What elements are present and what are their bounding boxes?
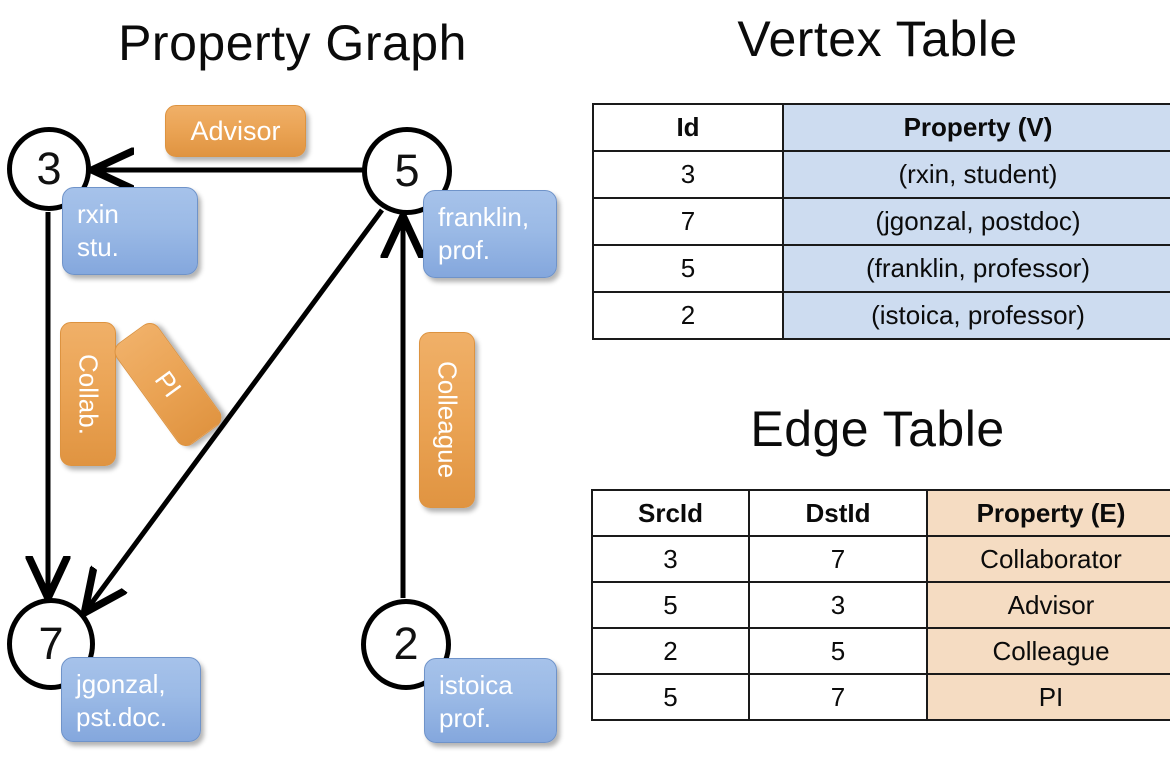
page-title-vertex-table: Vertex Table — [737, 11, 1018, 67]
graph-edges-svg — [0, 0, 585, 760]
edge-cell-srcid: 5 — [591, 673, 750, 721]
node-5-property-box[interactable]: franklin, prof. — [423, 190, 557, 278]
edge-label-advisor-text: Advisor — [190, 115, 281, 146]
edge-cell-dstid: 7 — [748, 673, 928, 721]
graph-node-7-label: 7 — [38, 617, 64, 669]
node-2-property-line1: istoica — [439, 670, 513, 700]
edge-cell-dstid: 7 — [748, 535, 928, 583]
node-7-property-line1: jgonzal, — [76, 669, 166, 699]
node-3-property-box[interactable]: rxin stu. — [62, 187, 198, 275]
page-title-edge-table: Edge Table — [750, 401, 1005, 457]
table-row[interactable]: 7 (jgonzal, postdoc) — [592, 197, 1170, 246]
edge-label-pi-text: PI — [149, 365, 188, 403]
vertex-table-header-property: Property (V) — [782, 103, 1170, 152]
graph-node-5-label: 5 — [394, 144, 420, 196]
edge-5-to-7-pi — [88, 208, 385, 608]
edge-cell-srcid: 3 — [591, 535, 750, 583]
edge-label-colleague-text: Colleague — [432, 361, 463, 479]
edge-cell-srcid: 5 — [591, 581, 750, 629]
node-7-property-box[interactable]: jgonzal, pst.doc. — [61, 657, 201, 742]
table-row[interactable]: 5 7 PI — [591, 673, 1170, 721]
node-2-property-line2: prof. — [439, 703, 492, 734]
edge-cell-dstid: 3 — [748, 581, 928, 629]
vertex-cell-id: 5 — [592, 244, 784, 293]
edge-label-collab-text: Collab. — [73, 353, 104, 435]
graph-node-2[interactable]: 2 — [361, 599, 451, 690]
node-7-property-line2: pst.doc. — [76, 702, 168, 733]
vertex-table: Id Property (V) 3 (rxin, student) 7 (jgo… — [592, 103, 1170, 340]
vertex-cell-property: (jgonzal, postdoc) — [782, 197, 1170, 246]
edge-table-header-row: SrcId DstId Property (E) — [591, 489, 1170, 537]
vertex-cell-id: 3 — [592, 150, 784, 199]
table-row[interactable]: 3 7 Collaborator — [591, 535, 1170, 583]
vertex-cell-property: (istoica, professor) — [782, 291, 1170, 340]
edge-cell-srcid: 2 — [591, 627, 750, 675]
node-3-property-line1: rxin — [77, 199, 119, 229]
edge-cell-dstid: 5 — [748, 627, 928, 675]
vertex-table-header-id: Id — [592, 103, 784, 152]
edge-table: SrcId DstId Property (E) 3 7 Collaborato… — [591, 489, 1170, 721]
property-graph-panel: Property Graph 3 5 7 2 rxin stu. frankli… — [0, 0, 585, 760]
graph-node-2-label: 2 — [393, 618, 419, 669]
node-5-property-line2: prof. — [438, 235, 491, 266]
vertex-cell-id: 7 — [592, 197, 784, 246]
vertex-cell-id: 2 — [592, 291, 784, 340]
edge-table-header-dstid: DstId — [748, 489, 928, 537]
node-5-property-line1: franklin, — [438, 202, 530, 232]
node-3-property-line2: stu. — [77, 232, 119, 263]
table-row[interactable]: 2 5 Colleague — [591, 627, 1170, 675]
edge-label-advisor[interactable]: Advisor — [165, 105, 306, 157]
edge-label-colleague[interactable]: Colleague — [419, 332, 475, 508]
vertex-table-header-row: Id Property (V) — [592, 103, 1170, 152]
vertex-cell-property: (franklin, professor) — [782, 244, 1170, 293]
page-title-property-graph: Property Graph — [118, 15, 467, 71]
table-row[interactable]: 5 (franklin, professor) — [592, 244, 1170, 293]
edge-cell-property: Advisor — [926, 581, 1170, 629]
vertex-cell-property: (rxin, student) — [782, 150, 1170, 199]
graph-node-5[interactable]: 5 — [362, 127, 452, 215]
graph-node-3-label: 3 — [36, 142, 62, 194]
table-row[interactable]: 3 (rxin, student) — [592, 150, 1170, 199]
edge-table-header-srcid: SrcId — [591, 489, 750, 537]
edge-cell-property: Collaborator — [926, 535, 1170, 583]
table-row[interactable]: 2 (istoica, professor) — [592, 291, 1170, 340]
edge-label-collab[interactable]: Collab. — [60, 322, 116, 466]
table-row[interactable]: 5 3 Advisor — [591, 581, 1170, 629]
node-2-property-box[interactable]: istoica prof. — [424, 658, 557, 743]
edge-cell-property: Colleague — [926, 627, 1170, 675]
edge-cell-property: PI — [926, 673, 1170, 721]
edge-table-header-property: Property (E) — [926, 489, 1170, 537]
